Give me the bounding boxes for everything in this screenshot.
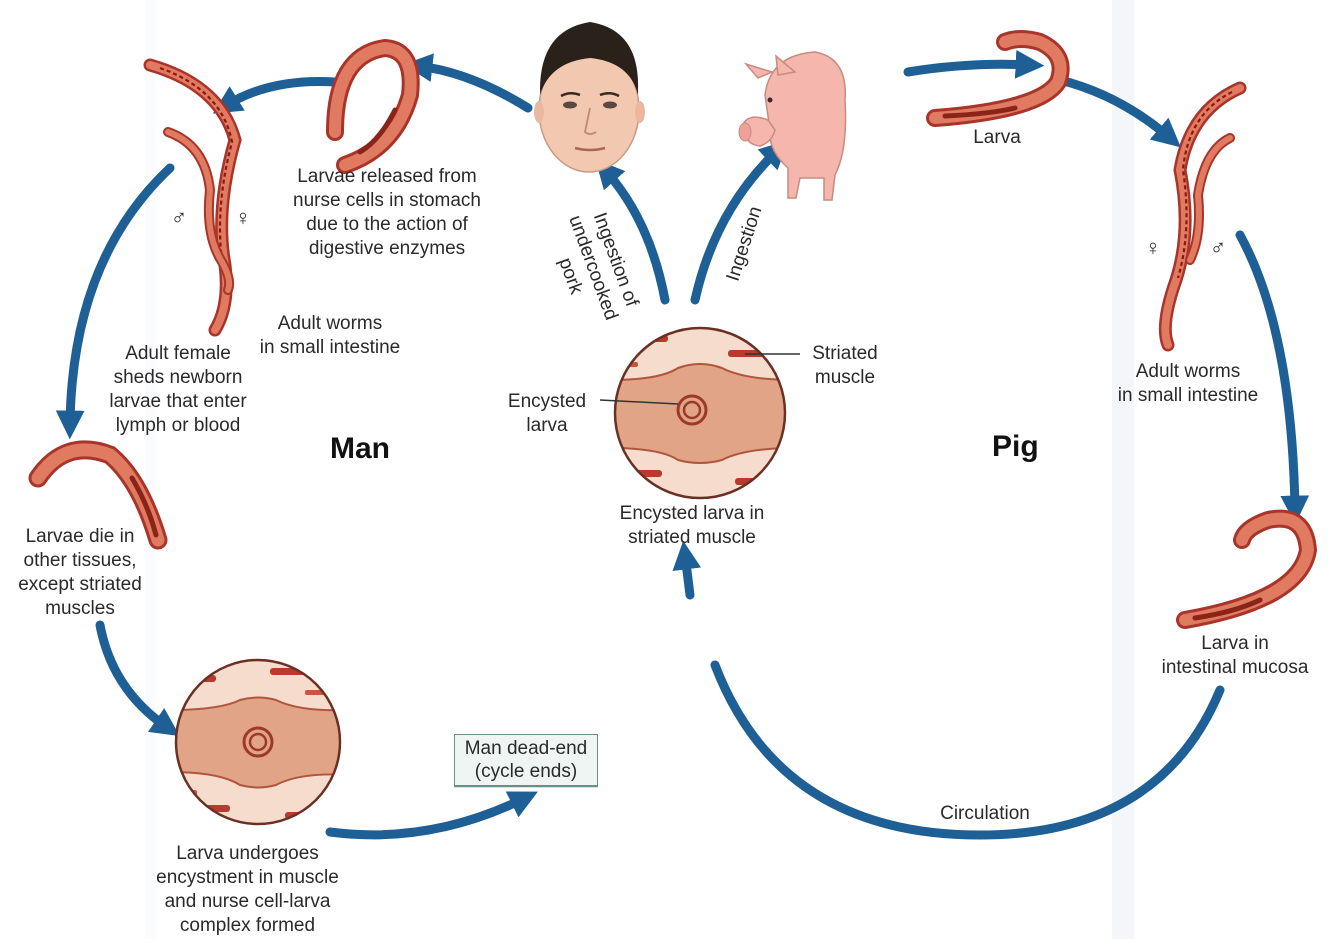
arrow-man-to-larvae — [418, 66, 528, 108]
label-encysted-larva: Encysted larva — [495, 390, 599, 438]
man-face-icon — [534, 22, 645, 172]
host-label-pig: Pig — [992, 430, 1039, 464]
label-larvae-die: Larvae die in other tissues, except stri… — [0, 525, 160, 621]
label-striated-muscle: Striated muscle — [800, 342, 890, 390]
worm-larva-released — [335, 48, 411, 165]
male-symbol-man: ♂ — [168, 206, 190, 230]
arrow-muscle-to-deadend — [330, 798, 525, 835]
worm-larva-mucosa — [1185, 519, 1308, 620]
arrow-lymph-to-muscle — [100, 625, 168, 728]
label-larva-mucosa: Larva in intestinal mucosa — [1140, 632, 1330, 680]
muscle-circle-pig — [600, 328, 800, 498]
female-symbol-man: ♀ — [232, 206, 254, 230]
worm-adults-pig — [1165, 88, 1240, 345]
male-symbol-pig: ♂ — [1207, 236, 1229, 260]
label-circulation: Circulation — [920, 802, 1050, 826]
worm-larva-pig — [935, 39, 1061, 118]
worm-adults-man — [150, 65, 235, 330]
label-larva-pig: Larva — [962, 126, 1032, 150]
dead-end-box: Man dead-end (cycle ends) — [454, 734, 598, 786]
label-adult-worms-pig: Adult worms in small intestine — [1098, 360, 1278, 408]
label-encysted-in-muscle: Encysted larva in striated muscle — [592, 502, 792, 550]
label-adult-worms-man: Adult worms in small intestine — [242, 312, 418, 360]
arrow-larvae-to-adults — [225, 82, 335, 107]
arrow-pig-to-larva — [908, 64, 1030, 72]
label-larvae-released: Larvae released from nurse cells in stom… — [272, 165, 502, 261]
host-label-man: Man — [330, 432, 390, 466]
label-larva-encystment: Larva undergoes encystment in muscle and… — [135, 842, 360, 938]
arrow-circulation-head — [685, 555, 690, 595]
label-adult-female: Adult female sheds newborn larvae that e… — [90, 342, 266, 438]
female-symbol-pig: ♀ — [1142, 236, 1164, 260]
muscle-circle-man — [170, 660, 350, 824]
